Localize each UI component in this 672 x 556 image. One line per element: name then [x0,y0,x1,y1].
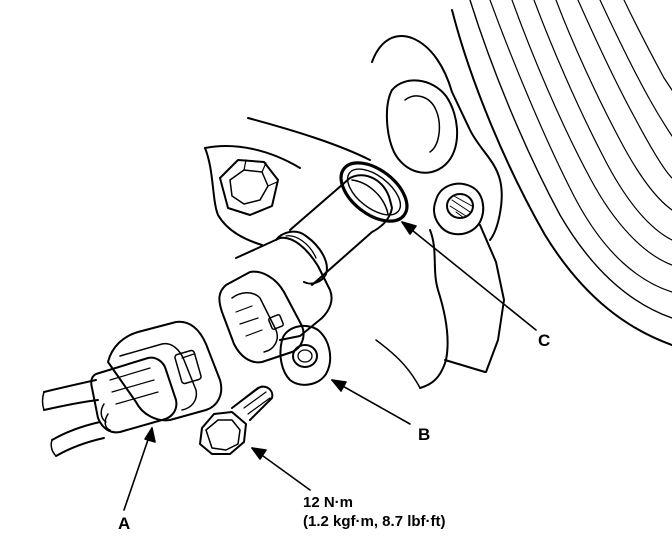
crankshaft-position-sensor [218,174,393,386]
torque-value-metric: 12 N·m [303,494,354,511]
tire-outline [451,0,672,346]
torque-specification: 12 N·m (1.2 kgf·m, 8.7 lbf·ft) [303,493,446,531]
callout-label-b: B [418,425,431,444]
mounting-bolt [199,385,274,455]
leader-line-a [123,427,156,511]
callout-label-a: A [118,514,131,533]
leader-line-b [331,379,411,425]
hex-nut [219,159,279,216]
callout-label-c: C [538,331,551,350]
o-ring [339,161,409,223]
harness-connector [90,320,223,434]
harness-wires [41,379,105,457]
threaded-bolt-hole [433,182,485,236]
leader-line-c [401,221,537,331]
leader-line-torque [251,447,311,491]
torque-value-conversions: (1.2 kgf·m, 8.7 lbf·ft) [303,513,446,530]
engine-block-outline [204,35,505,389]
